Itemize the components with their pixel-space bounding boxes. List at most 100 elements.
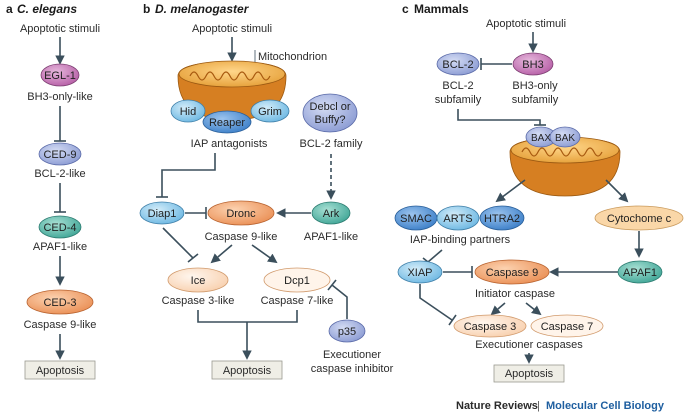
credit-journal: Nature Reviews xyxy=(456,400,538,412)
inhibit-p35-dcp1 xyxy=(331,284,348,319)
iap-binding-label: IAP-binding partners xyxy=(410,234,511,246)
inhibit-partners-xiap xyxy=(427,249,443,263)
debcl-buffy-node xyxy=(302,93,358,133)
apaf1-label: APAF1 xyxy=(623,267,657,279)
cytc-label: Cytochome c xyxy=(607,213,672,225)
bcl2-desc-line1: BCL-2 xyxy=(442,80,473,92)
panel-c-stimulus: Apoptotic stimuli xyxy=(486,18,566,30)
xiap-label: XIAP xyxy=(407,267,432,279)
panel-c-letter: c xyxy=(402,2,409,16)
bcl2-desc-line2: subfamily xyxy=(435,94,482,106)
apaf1-node xyxy=(617,260,663,284)
ark-desc: APAF1-like xyxy=(304,231,358,243)
reaper-label: Reaper xyxy=(209,117,245,129)
smac-label: SMAC xyxy=(400,213,432,225)
ced3-label: CED-3 xyxy=(43,297,76,309)
ice-desc: Caspase 3-like xyxy=(162,295,235,307)
panel-a-stimulus: Apoptotic stimuli xyxy=(20,23,100,35)
debcl-label-line1: Debcl or xyxy=(310,101,351,113)
executioner-label: Executioner caspases xyxy=(475,339,583,351)
bcl2-family-label: BCL-2 family xyxy=(300,138,363,150)
initiator-label: Initiator caspase xyxy=(475,288,555,300)
bak-label: BAK xyxy=(555,133,575,144)
inhibit-iap-diap1 xyxy=(161,153,216,197)
hid-node xyxy=(170,99,206,123)
arrow-mito-cytc xyxy=(605,179,629,203)
dronc-label: Dronc xyxy=(226,208,256,220)
inhibit-diap1-ice xyxy=(162,227,194,259)
casp7-node xyxy=(530,314,604,338)
panel-c-title: Mammals xyxy=(414,2,469,16)
bcl2-node xyxy=(436,52,480,76)
arrow-dronc-dcp1 xyxy=(251,244,278,264)
reaper-node xyxy=(202,110,252,134)
p35-desc-line2: caspase inhibitor xyxy=(311,363,394,375)
casp3-node xyxy=(453,314,527,338)
arrow-initiator-casp3 xyxy=(490,302,506,316)
xiap-node xyxy=(397,260,443,284)
apoptosis-box-b xyxy=(211,360,283,380)
casp9-label: Caspase 9 xyxy=(486,267,539,279)
ced4-node xyxy=(38,215,82,239)
panel-b-stimulus: Apoptotic stimuli xyxy=(192,23,272,35)
debcl-label-line2: Buffy? xyxy=(315,114,346,126)
dcp1-label: Dcp1 xyxy=(284,275,310,287)
bh3-desc-line1: BH3-only xyxy=(512,80,558,92)
hid-label: Hid xyxy=(180,106,197,118)
grim-node xyxy=(250,99,290,123)
dronc-desc: Caspase 9-like xyxy=(205,231,278,243)
arts-label: ARTS xyxy=(443,213,472,225)
arrow-initiator-casp7 xyxy=(525,302,542,316)
p35-desc-line1: Executioner xyxy=(323,349,381,361)
bak-node xyxy=(549,126,581,148)
htra2-node xyxy=(479,205,525,231)
apoptosis-label-a: Apoptosis xyxy=(36,365,85,377)
arts-node xyxy=(436,205,480,231)
casp3-label: Caspase 3 xyxy=(464,321,517,333)
bh3-desc-line2: subfamily xyxy=(512,94,559,106)
ced3-desc: Caspase 9-like xyxy=(24,319,97,331)
bracket-executioners-b xyxy=(197,310,298,323)
apoptosis-label-b: Apoptosis xyxy=(223,365,272,377)
arrow-mito-iap-partners xyxy=(495,179,526,203)
credit-separator: | xyxy=(537,400,540,412)
bh3-node xyxy=(512,52,554,76)
ced4-label: CED-4 xyxy=(43,222,76,234)
iap-antagonists-label: IAP antagonists xyxy=(191,138,268,150)
ced9-desc: BCL-2-like xyxy=(34,168,85,180)
credit-section: Molecular Cell Biology xyxy=(546,400,665,412)
apoptosis-label-c: Apoptosis xyxy=(505,368,554,380)
panel-b: b D. melanogaster Apoptotic stimuli Mito… xyxy=(139,2,394,380)
panel-a-letter: a xyxy=(6,2,13,16)
bax-label: BAX xyxy=(531,133,551,144)
inhibit-bcl2-baxbak xyxy=(457,109,541,125)
egl1-label: EGL-1 xyxy=(44,70,76,82)
p35-node xyxy=(328,319,366,343)
dcp1-node xyxy=(263,267,331,293)
ced9-label: CED-9 xyxy=(43,149,76,161)
bh3-label: BH3 xyxy=(522,59,543,71)
arrow-dronc-ice xyxy=(210,244,233,264)
panel-b-letter: b xyxy=(143,2,150,16)
panel-b-title: D. melanogaster xyxy=(155,2,250,16)
diap1-node xyxy=(139,201,185,225)
grim-label: Grim xyxy=(258,106,282,118)
casp9-node xyxy=(474,259,550,285)
diap1-label: Diap1 xyxy=(148,208,177,220)
panel-a: a C. elegans Apoptotic stimuli EGL-1 BH3… xyxy=(6,2,100,380)
ice-label: Ice xyxy=(191,275,206,287)
p35-label: p35 xyxy=(338,326,356,338)
ced3-node xyxy=(26,289,94,315)
apoptosis-box-c xyxy=(493,364,565,383)
dronc-node xyxy=(207,200,275,226)
panel-c: c Mammals Apoptotic stimuli BH3 BCL-2 BC… xyxy=(394,2,684,383)
panel-a-title: C. elegans xyxy=(17,2,77,16)
ice-node xyxy=(167,267,229,293)
ced9-node xyxy=(38,142,82,166)
htra2-label: HTRA2 xyxy=(484,213,520,225)
apoptosis-box-a xyxy=(24,360,96,380)
egl1-node xyxy=(40,63,80,87)
casp7-label: Caspase 7 xyxy=(541,321,594,333)
cytc-node xyxy=(594,205,684,231)
ced4-desc: APAF1-like xyxy=(33,241,87,253)
